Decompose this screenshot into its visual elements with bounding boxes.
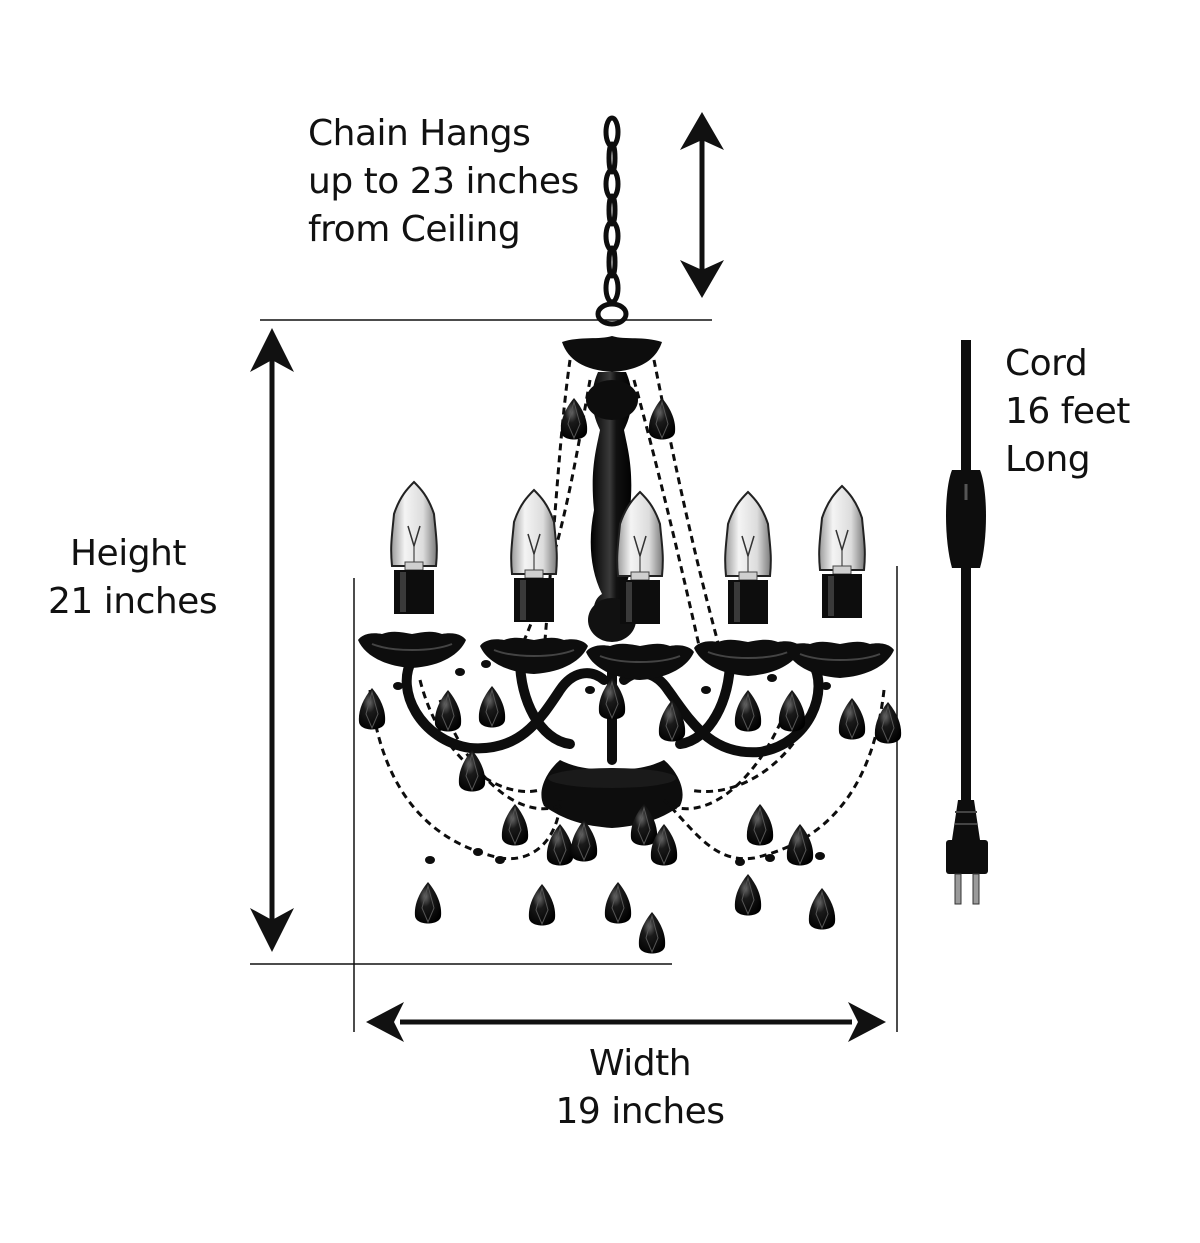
cord-length-label: Cord 16 feet Long <box>1005 340 1130 484</box>
candle-4-icon <box>693 491 803 677</box>
height-label-line-2: 21 inches <box>48 581 218 622</box>
width-label: Width 19 inches <box>540 1040 740 1136</box>
width-label-line-2: 19 inches <box>555 1091 725 1132</box>
width-arrow <box>366 1002 886 1042</box>
candle-2-icon <box>479 489 589 675</box>
chain-label-line-3: from Ceiling <box>308 209 521 250</box>
chain-label-line-1: Chain Hangs <box>308 113 531 154</box>
cord-label-line-3: Long <box>1005 439 1091 480</box>
width-label-line-1: Width <box>588 1043 692 1084</box>
power-cord-icon <box>946 340 988 905</box>
height-arrow <box>250 328 294 952</box>
cord-label-line-2: 16 feet <box>1005 391 1130 432</box>
chain-length-arrow <box>680 112 724 298</box>
height-label: Height 21 inches <box>48 530 218 626</box>
candle-1-icon <box>357 481 467 669</box>
cord-label-line-1: Cord <box>1005 343 1088 384</box>
chain-length-label: Chain Hangs up to 23 inches from Ceiling <box>308 110 579 254</box>
chain-icon <box>595 115 629 327</box>
height-label-line-1: Height <box>69 533 187 574</box>
chain-label-line-2: up to 23 inches <box>308 161 579 202</box>
candle-5-icon <box>785 485 895 679</box>
chandelier-icon <box>357 115 902 954</box>
